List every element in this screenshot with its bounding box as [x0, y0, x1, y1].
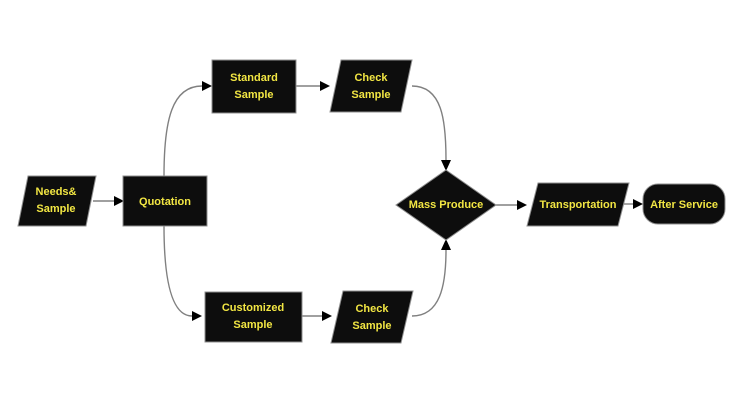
- customized-sample-label-line1: Customized: [222, 302, 284, 314]
- standard-sample-label-line2: Sample: [234, 89, 273, 101]
- check-sample-top-shape: [329, 59, 413, 113]
- node-needs-sample[interactable]: Needs& Sample: [17, 175, 97, 227]
- mass-produce-label-line1: Mass Produce: [409, 199, 484, 211]
- customized-sample-shape: [204, 291, 303, 343]
- node-customized-sample[interactable]: Customized Sample: [204, 291, 303, 343]
- standard-sample-label-line1: Standard: [230, 72, 278, 84]
- check-sample-bottom-label-line1: Check: [355, 303, 389, 315]
- connector-mass-produce-to-transportation: [496, 200, 527, 210]
- check-sample-bottom-label-line2: Sample: [352, 320, 391, 332]
- transportation-label-line1: Transportation: [539, 199, 616, 211]
- connector-quotation-to-standard-sample: [163, 81, 212, 177]
- check-sample-top-label-line1: Check: [354, 72, 388, 84]
- needs-sample-label-line1: Needs&: [36, 186, 77, 198]
- check-sample-bottom-shape: [330, 290, 414, 344]
- needs-sample-label-line2: Sample: [36, 203, 75, 215]
- node-transportation[interactable]: Transportation: [526, 182, 630, 227]
- quotation-shape: [122, 175, 208, 227]
- connector-standard-sample-to-check-top: [296, 81, 330, 91]
- connector-check-bottom-to-mass-produce: [411, 239, 451, 317]
- transportation-shape: [526, 182, 630, 227]
- customized-sample-label-line2: Sample: [233, 319, 272, 331]
- node-after-service[interactable]: After Service: [642, 183, 726, 225]
- connector-quotation-to-customized-sample: [163, 225, 202, 321]
- connector-needs-to-quotation: [93, 196, 124, 206]
- needs-sample-shape: [17, 175, 97, 227]
- quotation-label-line1: Quotation: [139, 196, 191, 208]
- node-check-sample-top[interactable]: Check Sample: [329, 59, 413, 113]
- mass-produce-shape: [395, 169, 497, 241]
- node-mass-produce[interactable]: Mass Produce: [395, 169, 497, 241]
- after-service-shape: [642, 183, 726, 225]
- node-check-sample-bottom[interactable]: Check Sample: [330, 290, 414, 344]
- standard-sample-shape: [211, 59, 297, 114]
- node-standard-sample[interactable]: Standard Sample: [211, 59, 297, 114]
- after-service-label-line1: After Service: [650, 199, 718, 211]
- node-quotation[interactable]: Quotation: [122, 175, 208, 227]
- check-sample-top-label-line2: Sample: [351, 89, 390, 101]
- connector-customized-sample-to-check-bottom: [302, 311, 332, 321]
- connector-check-top-to-mass-produce: [411, 85, 451, 171]
